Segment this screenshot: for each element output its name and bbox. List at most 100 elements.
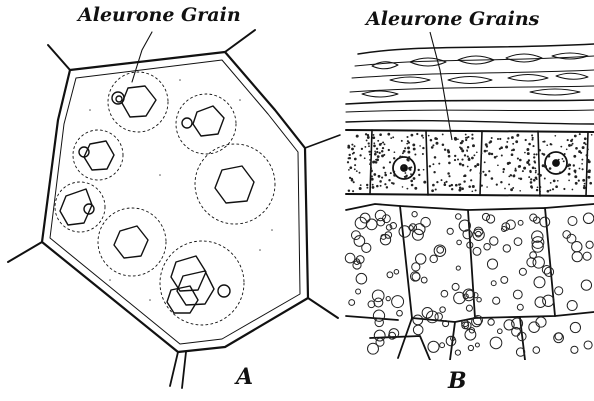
- aleurone-grain-dot: [573, 164, 575, 166]
- aleurone-grain-dot: [407, 159, 410, 162]
- starch-grain: [392, 296, 404, 308]
- aleurone-grain-dot: [479, 172, 481, 174]
- aleurone-grain-dot: [351, 144, 353, 146]
- aleurone-grain-dot: [502, 171, 504, 173]
- starch-grain: [484, 243, 491, 250]
- aleurone-grain-dot: [543, 141, 545, 143]
- starch-grain: [504, 320, 514, 330]
- aleurone-vacuoles: [55, 72, 275, 325]
- aleurone-grain-dot: [528, 143, 531, 146]
- aleurone-grain-dot: [587, 160, 589, 162]
- aleurone-grain-dot: [356, 170, 358, 172]
- aleurone-grain-dot: [582, 179, 585, 182]
- aleurone-grain-dot: [583, 142, 585, 144]
- aleurone-grain-dot: [512, 143, 514, 145]
- aleurone-grain-dot: [514, 169, 517, 172]
- starch-grain: [456, 266, 460, 270]
- aleurone-grain-dot: [354, 168, 356, 170]
- aleurone-grain-dot: [488, 170, 490, 172]
- aleurone-grain-dot: [431, 189, 434, 192]
- aleurone-grain-dot: [380, 185, 382, 187]
- aleurone-grain-dot: [503, 168, 506, 171]
- aleurone-grain-dot: [511, 153, 514, 156]
- aleurone-grain-dot: [568, 164, 571, 167]
- aleurone-grain-dot: [467, 166, 469, 168]
- starch-grain: [487, 215, 495, 223]
- aleurone-grain-dot: [560, 146, 562, 148]
- cytoplasm-stipple: [89, 79, 273, 301]
- aleurone-grain-dot: [454, 155, 456, 157]
- aleurone-grain-dot: [360, 184, 362, 186]
- aleurone-grain-dot: [404, 147, 406, 149]
- panel-a-cell-drawing: [8, 30, 340, 388]
- starch-grain: [572, 252, 582, 262]
- aleurone-grain-dot: [568, 144, 571, 147]
- starch-grain: [568, 217, 577, 226]
- starch-grain: [533, 347, 540, 354]
- aleurone-grain-dot: [525, 139, 527, 141]
- aleurone-grain-dot: [436, 181, 438, 183]
- aleurone-grain-dot: [496, 184, 498, 186]
- aleurone-grain-dot: [354, 145, 356, 147]
- starch-grain: [452, 283, 459, 290]
- aleurone-grain-dot: [402, 166, 404, 168]
- aleurone-grain-dot: [519, 190, 521, 192]
- aleurone-grain-dot: [423, 181, 426, 184]
- aleurone-grain-dot: [431, 146, 434, 149]
- starch-grain: [544, 267, 553, 276]
- aleurone-grain-dot: [518, 165, 521, 168]
- starch-grain: [586, 241, 593, 248]
- aleurone-grain-dot: [351, 179, 354, 182]
- aleurone-grain-dot: [553, 180, 556, 183]
- starch-grain: [535, 297, 546, 308]
- aleurone-grain-dot: [366, 139, 368, 141]
- aleurone-grain-dot: [399, 156, 402, 159]
- aleurone-grain-dot: [491, 177, 494, 180]
- starch-grain: [349, 300, 355, 306]
- aleurone-grain-dot: [348, 189, 350, 191]
- aleurone-grain-dot: [512, 174, 515, 177]
- starch-grain: [415, 254, 425, 264]
- aleurone-grain-dot: [532, 145, 534, 147]
- aleurone-grain-dot: [486, 150, 488, 152]
- aleurone-grain-dot: [568, 168, 570, 170]
- aleurone-grain-dot: [384, 143, 386, 145]
- panel-a-label: A: [236, 364, 253, 390]
- aleurone-grain-dot: [349, 166, 352, 169]
- starch-grain: [412, 212, 417, 217]
- aleurone-grain-dot: [348, 169, 350, 171]
- starch-grain: [543, 295, 554, 306]
- aleurone-grain-dot: [436, 142, 439, 145]
- aleurone-grain-dot: [551, 144, 553, 146]
- aleurone-grain-dot: [504, 188, 506, 190]
- starch-grain: [428, 341, 439, 352]
- aleurone-grain-dot: [484, 161, 486, 163]
- aleurone-grain-dot: [370, 162, 372, 164]
- aleurone-grain-dot: [414, 153, 416, 155]
- aleurone-grain-dot: [531, 139, 533, 141]
- aleurone-grain-dot: [497, 138, 499, 140]
- aleurone-grain-dot: [491, 137, 493, 139]
- aleurone-grain-dot: [390, 172, 392, 174]
- aleurone-grain-dot: [416, 133, 418, 135]
- aleurone-grain-dot: [354, 164, 356, 166]
- starch-grain: [440, 307, 446, 313]
- aleurone-grain-dot: [457, 138, 459, 140]
- aleurone-grain-dot: [359, 187, 362, 190]
- aleurone-grain-dot: [384, 172, 386, 174]
- starch-grain: [383, 215, 391, 223]
- aleurone-grain-dot: [476, 163, 479, 166]
- aleurone-grain-dot: [533, 153, 535, 155]
- starch-grain: [529, 322, 540, 333]
- aleurone-grain-dot: [548, 155, 551, 158]
- aleurone-grain-dot: [530, 181, 533, 184]
- aleurone-grain-dot: [352, 153, 354, 155]
- aleurone-grain-dot: [528, 163, 530, 165]
- aleurone-grain-dot: [549, 189, 551, 191]
- aleurone-grain-dot: [549, 167, 552, 170]
- aleurone-grain-dot: [568, 180, 570, 182]
- aleurone-grain-dot: [370, 169, 373, 172]
- aleurone-grain-dot: [422, 147, 424, 149]
- aleurone-grain-dot: [461, 149, 464, 152]
- aleurone-grain-dot: [448, 155, 451, 158]
